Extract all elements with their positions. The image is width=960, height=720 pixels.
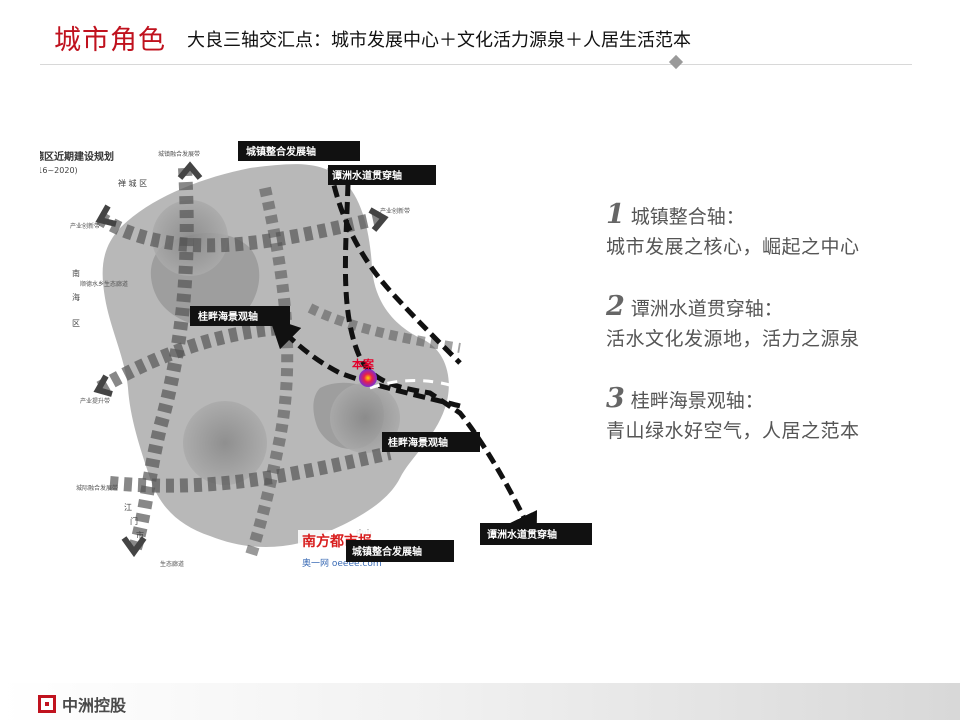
svg-text:门: 门	[130, 516, 138, 526]
map-years: (2016~2020)	[40, 166, 78, 175]
axis-description: 城市发展之核心，崛起之中心	[606, 236, 860, 258]
divider-diamond-icon	[668, 54, 684, 70]
callout-town-bottom: 城镇整合发展轴	[352, 545, 422, 558]
axis-description: 青山绿水好空气，人居之范本	[606, 420, 860, 442]
svg-text:南: 南	[72, 268, 80, 278]
svg-text:区: 区	[72, 319, 80, 328]
svg-text:市: 市	[136, 530, 144, 540]
svg-text:城际融合发展带: 城际融合发展带	[76, 484, 118, 492]
svg-text:生态廊道: 生态廊道	[160, 560, 184, 568]
svg-text:海: 海	[72, 292, 80, 302]
svg-text:产业提升带: 产业提升带	[80, 397, 110, 405]
company-logo: 中洲控股	[38, 692, 126, 716]
callout-water-top: 谭洲水道贯穿轴	[332, 169, 402, 182]
core-south	[183, 401, 267, 485]
callout-town-top: 城镇整合发展轴	[246, 145, 316, 158]
callout-water-bottom: 谭洲水道贯穿轴	[487, 528, 557, 541]
map-title: 顺德区近期建设规划	[40, 150, 114, 163]
svg-text:江: 江	[124, 503, 132, 512]
svg-text:顺德水乡生态廊道: 顺德水乡生态廊道	[80, 280, 128, 288]
planning-map: 顺德区近期建设规划 (2016~2020) 禅 城 区 南 海 区 江 门 市 …	[40, 141, 592, 569]
logo-icon	[38, 695, 56, 713]
water-axis-arrow	[342, 183, 538, 544]
footer-bar	[0, 683, 960, 720]
axis-number: 2	[606, 291, 625, 322]
axis-number: 1	[606, 199, 625, 230]
callout-lake-mid: 桂畔海景观轴	[387, 436, 448, 449]
header-divider	[40, 64, 912, 65]
svg-text:城镇融合发展带: 城镇融合发展带	[158, 150, 200, 158]
logo-text: 中洲控股	[62, 696, 127, 715]
core-north	[152, 200, 228, 276]
axis-heading: 谭洲水道贯穿轴：	[630, 298, 783, 320]
town-axis-arrow	[327, 167, 462, 365]
svg-text:禅 城 区: 禅 城 区	[118, 178, 147, 188]
project-marker-icon	[359, 369, 377, 387]
callout-lake-left: 桂畔海景观轴	[197, 310, 258, 323]
page-title: 城市角色	[54, 25, 166, 56]
svg-text:产业创新带: 产业创新带	[70, 222, 100, 230]
lake-axis-arrow	[269, 317, 461, 409]
axis-number: 3	[606, 383, 625, 414]
svg-text:产业创新带: 产业创新带	[380, 207, 410, 215]
project-marker-label: 本案	[352, 357, 375, 371]
axis-description: 活水文化发源地，活力之源泉	[606, 328, 860, 350]
axis-heading: 城镇整合轴：	[630, 206, 745, 228]
page-subtitle: 大良三轴交汇点：城市发展中心＋文化活力源泉＋人居生活范本	[187, 30, 691, 51]
axis-heading: 桂畔海景观轴：	[630, 390, 764, 412]
